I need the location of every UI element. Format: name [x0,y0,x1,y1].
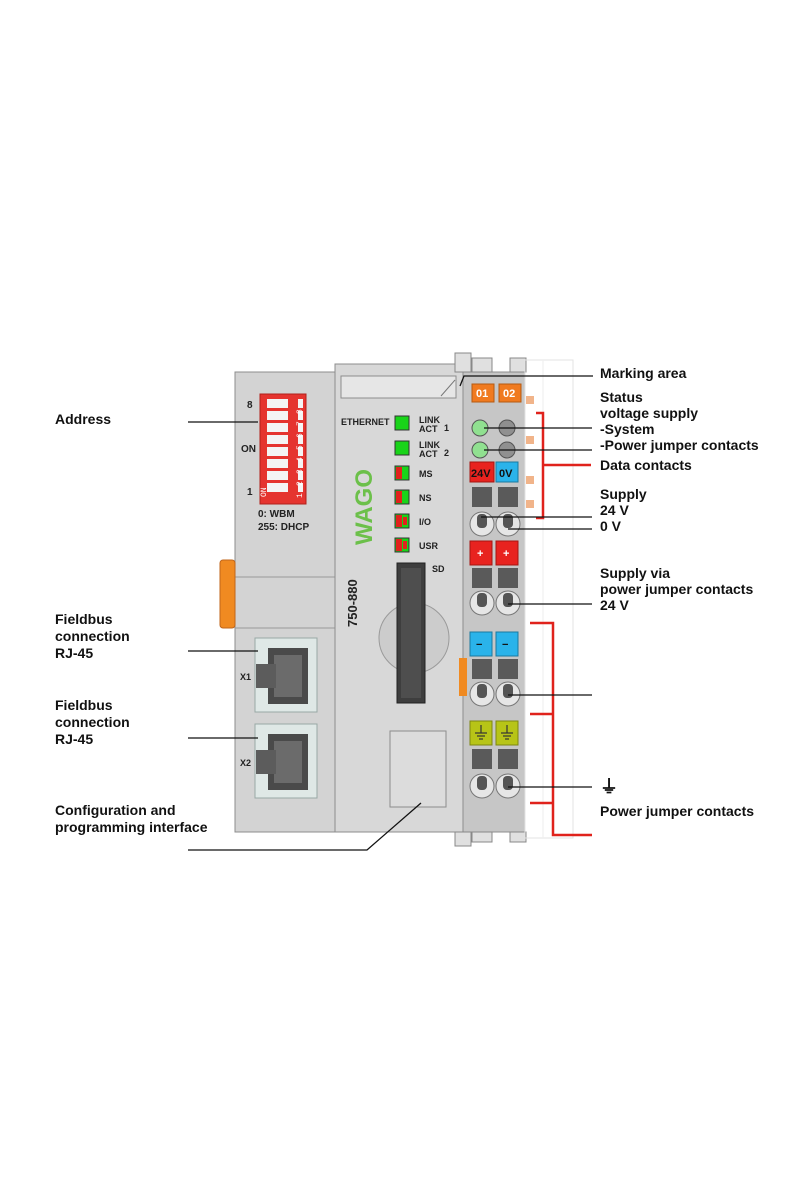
port-x2-label: X2 [240,758,251,768]
clamp-entry [477,593,487,607]
leader-lines [188,375,593,851]
supply-tag-24v [469,461,495,483]
dip-bottom-label: 1 [247,487,253,498]
led-panel [394,415,410,553]
minus-tag [469,631,493,657]
rj45-port-x2[interactable] [254,723,318,799]
dip-number: 2 [296,481,305,486]
dip-number: 6 [296,433,305,438]
status-tag-01 [471,383,495,403]
terminal-slot [472,568,492,588]
sd-label: SD [432,564,445,574]
clamp-entry [503,593,513,607]
led-label-ms: MS [419,469,433,479]
status-tag-02-text: 02 [503,388,515,400]
led-ms [394,465,410,481]
dip-on-label: ON [241,444,256,455]
led-port-2: 2 [444,448,449,458]
supply-tag-24v-text: 24V [471,468,491,480]
config-interface-cover[interactable] [389,730,447,808]
dip-number: 5 [296,445,305,450]
clamp-entry [477,514,487,528]
led-link-act-1 [394,415,410,431]
jumper-blade [526,396,534,404]
callout-address: Address [55,411,111,427]
terminal-slot [472,749,492,769]
minus-tag-text: − [502,639,508,651]
dip-number: 7 [296,421,305,426]
module-latch [459,658,467,696]
clamp-entry [503,776,513,790]
led-label-io: I/O [419,517,431,527]
wago-logo: WAGO [351,469,378,545]
clamp-entry [477,684,487,698]
terminal-block: 01 02 24V 0V + + − − [459,383,534,799]
terminal-slot [472,487,492,507]
contact-brackets [530,411,592,837]
rj45-port-x1[interactable] [254,637,318,713]
clamp-entry [503,684,513,698]
dip-number: 3 [296,469,305,474]
callout-marking-area: Marking area [600,365,687,381]
supply-tag-0v-text: 0V [499,468,513,480]
terminal-slot [498,487,518,507]
dip-top-label: 8 [247,400,253,411]
minus-tag [495,631,519,657]
clamp-entry [477,776,487,790]
plus-tag-text: + [477,548,483,560]
plus-tag-text: + [503,548,509,560]
callout-power-jumper: Power jumper contacts [600,803,754,819]
dip-switch[interactable]: ON 1 2 3 4 5 6 7 8 [259,393,307,505]
led-ns [394,489,410,505]
status-tag-01-text: 01 [476,388,488,400]
led-link-act-2 [394,440,410,456]
terminal-slot [498,568,518,588]
led-port-1: 1 [444,423,449,433]
ground-symbol-icon [475,725,513,740]
jumper-blade [526,436,534,444]
port-x1-label: X1 [240,672,251,682]
ethernet-label: ETHERNET [341,417,390,427]
jumper-blade [526,476,534,484]
jumper-blade [526,500,534,508]
sd-card-slot-inner [401,568,421,698]
minus-tag-text: − [476,639,482,651]
dip-mode-dhcp: 255: DHCP [258,522,309,533]
clamp-entry [503,514,513,528]
terminal-slot [472,659,492,679]
dip-number: 8 [296,409,305,414]
callout-data-contacts: Data contacts [600,457,692,473]
dip-number: 1 [296,493,305,498]
terminal-slot [498,659,518,679]
led-label-usr: USR [419,541,439,551]
dip-on-text: ON [260,487,269,497]
dip-mode-wbm: 0: WBM [258,509,295,520]
supply-tag-0v [495,461,519,483]
dip-number: 4 [296,457,305,462]
plus-tag [469,540,493,566]
status-tag-02 [498,383,522,403]
led-label-ns: NS [419,493,432,503]
ground-icon: ⏚ [600,777,618,797]
led-io [394,513,410,529]
terminal-slot [498,749,518,769]
led-usr [394,537,410,553]
model-number: 750-880 [345,579,360,627]
plus-tag [495,540,519,566]
